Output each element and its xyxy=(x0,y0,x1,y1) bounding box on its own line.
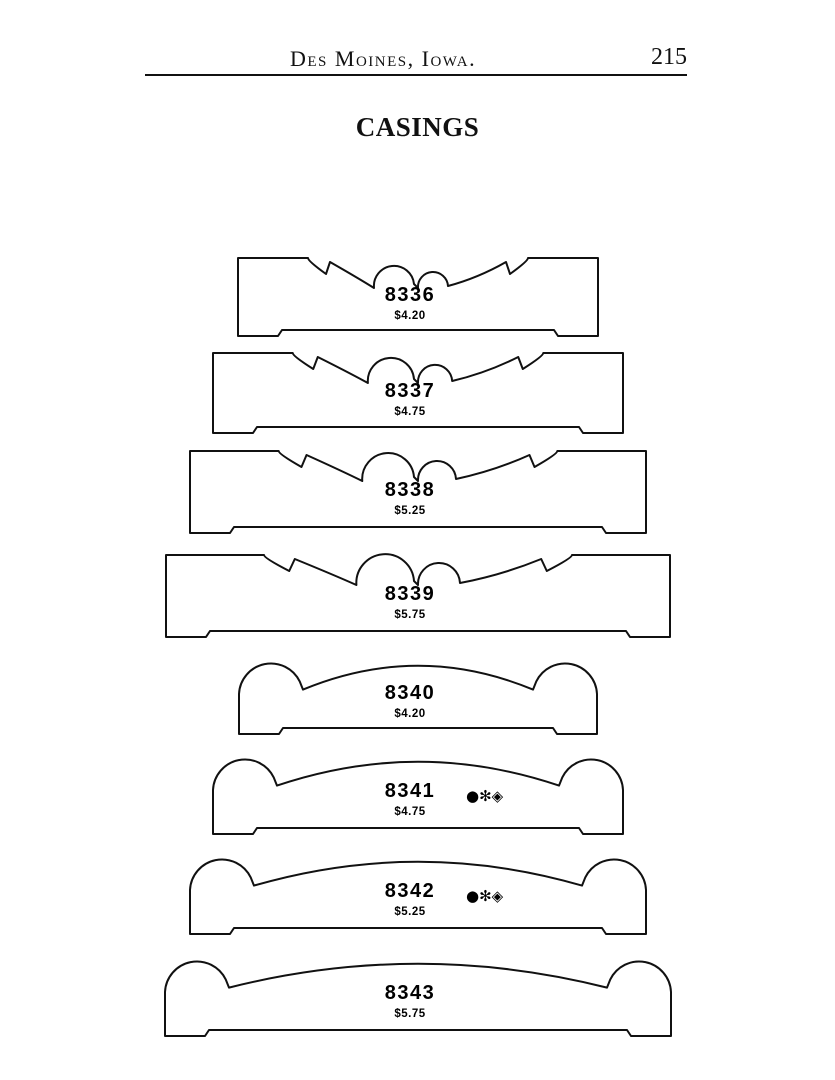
casing-price: $5.75 xyxy=(394,1008,425,1020)
casing-number: 8342 xyxy=(385,880,436,902)
casing-number: 8341 xyxy=(385,780,436,802)
casing-outline xyxy=(164,960,672,1037)
casing-number: 8339 xyxy=(385,583,436,605)
casing-price: $5.25 xyxy=(394,505,425,517)
casing-price: $4.75 xyxy=(394,806,425,818)
casing-price: $4.20 xyxy=(394,310,425,322)
casing-8339: 8339 $5.75 xyxy=(165,553,671,638)
casing-8341: 8341 $4.75 ●✻◈ xyxy=(212,758,624,835)
casing-number: 8340 xyxy=(385,682,436,704)
casing-outline xyxy=(189,450,647,534)
casing-outline xyxy=(238,662,598,735)
casing-8342: 8342 $5.25 ●✻◈ xyxy=(189,858,647,935)
casing-outline xyxy=(212,352,624,434)
casing-number: 8338 xyxy=(385,479,436,501)
casing-price: $4.20 xyxy=(394,708,425,720)
casing-8337: 8337 $4.75 xyxy=(212,352,624,434)
casing-8340: 8340 $4.20 xyxy=(238,662,598,735)
catalog-marks: ●✻◈ xyxy=(466,787,504,805)
casing-number: 8336 xyxy=(385,284,436,306)
casing-price: $5.25 xyxy=(394,906,425,918)
casing-outline xyxy=(237,257,599,337)
casing-price: $4.75 xyxy=(394,406,425,418)
running-head: Des Moines, Iowa. xyxy=(290,46,477,71)
page-title: CASINGS xyxy=(355,112,480,142)
page-number: 215 xyxy=(651,44,687,70)
casing-outline xyxy=(212,758,624,835)
catalog-marks: ●✻◈ xyxy=(466,887,504,905)
page-header: Des Moines, Iowa. 215 xyxy=(145,38,687,78)
casing-outline xyxy=(165,553,671,638)
casing-outline xyxy=(189,858,647,935)
casing-number: 8343 xyxy=(385,982,436,1004)
casing-8336: 8336 $4.20 xyxy=(237,257,599,337)
casing-8343: 8343 $5.75 xyxy=(164,960,672,1037)
header-rule xyxy=(145,74,687,76)
casing-number: 8337 xyxy=(385,380,436,402)
casing-price: $5.75 xyxy=(394,609,425,621)
casing-8338: 8338 $5.25 xyxy=(189,450,647,534)
